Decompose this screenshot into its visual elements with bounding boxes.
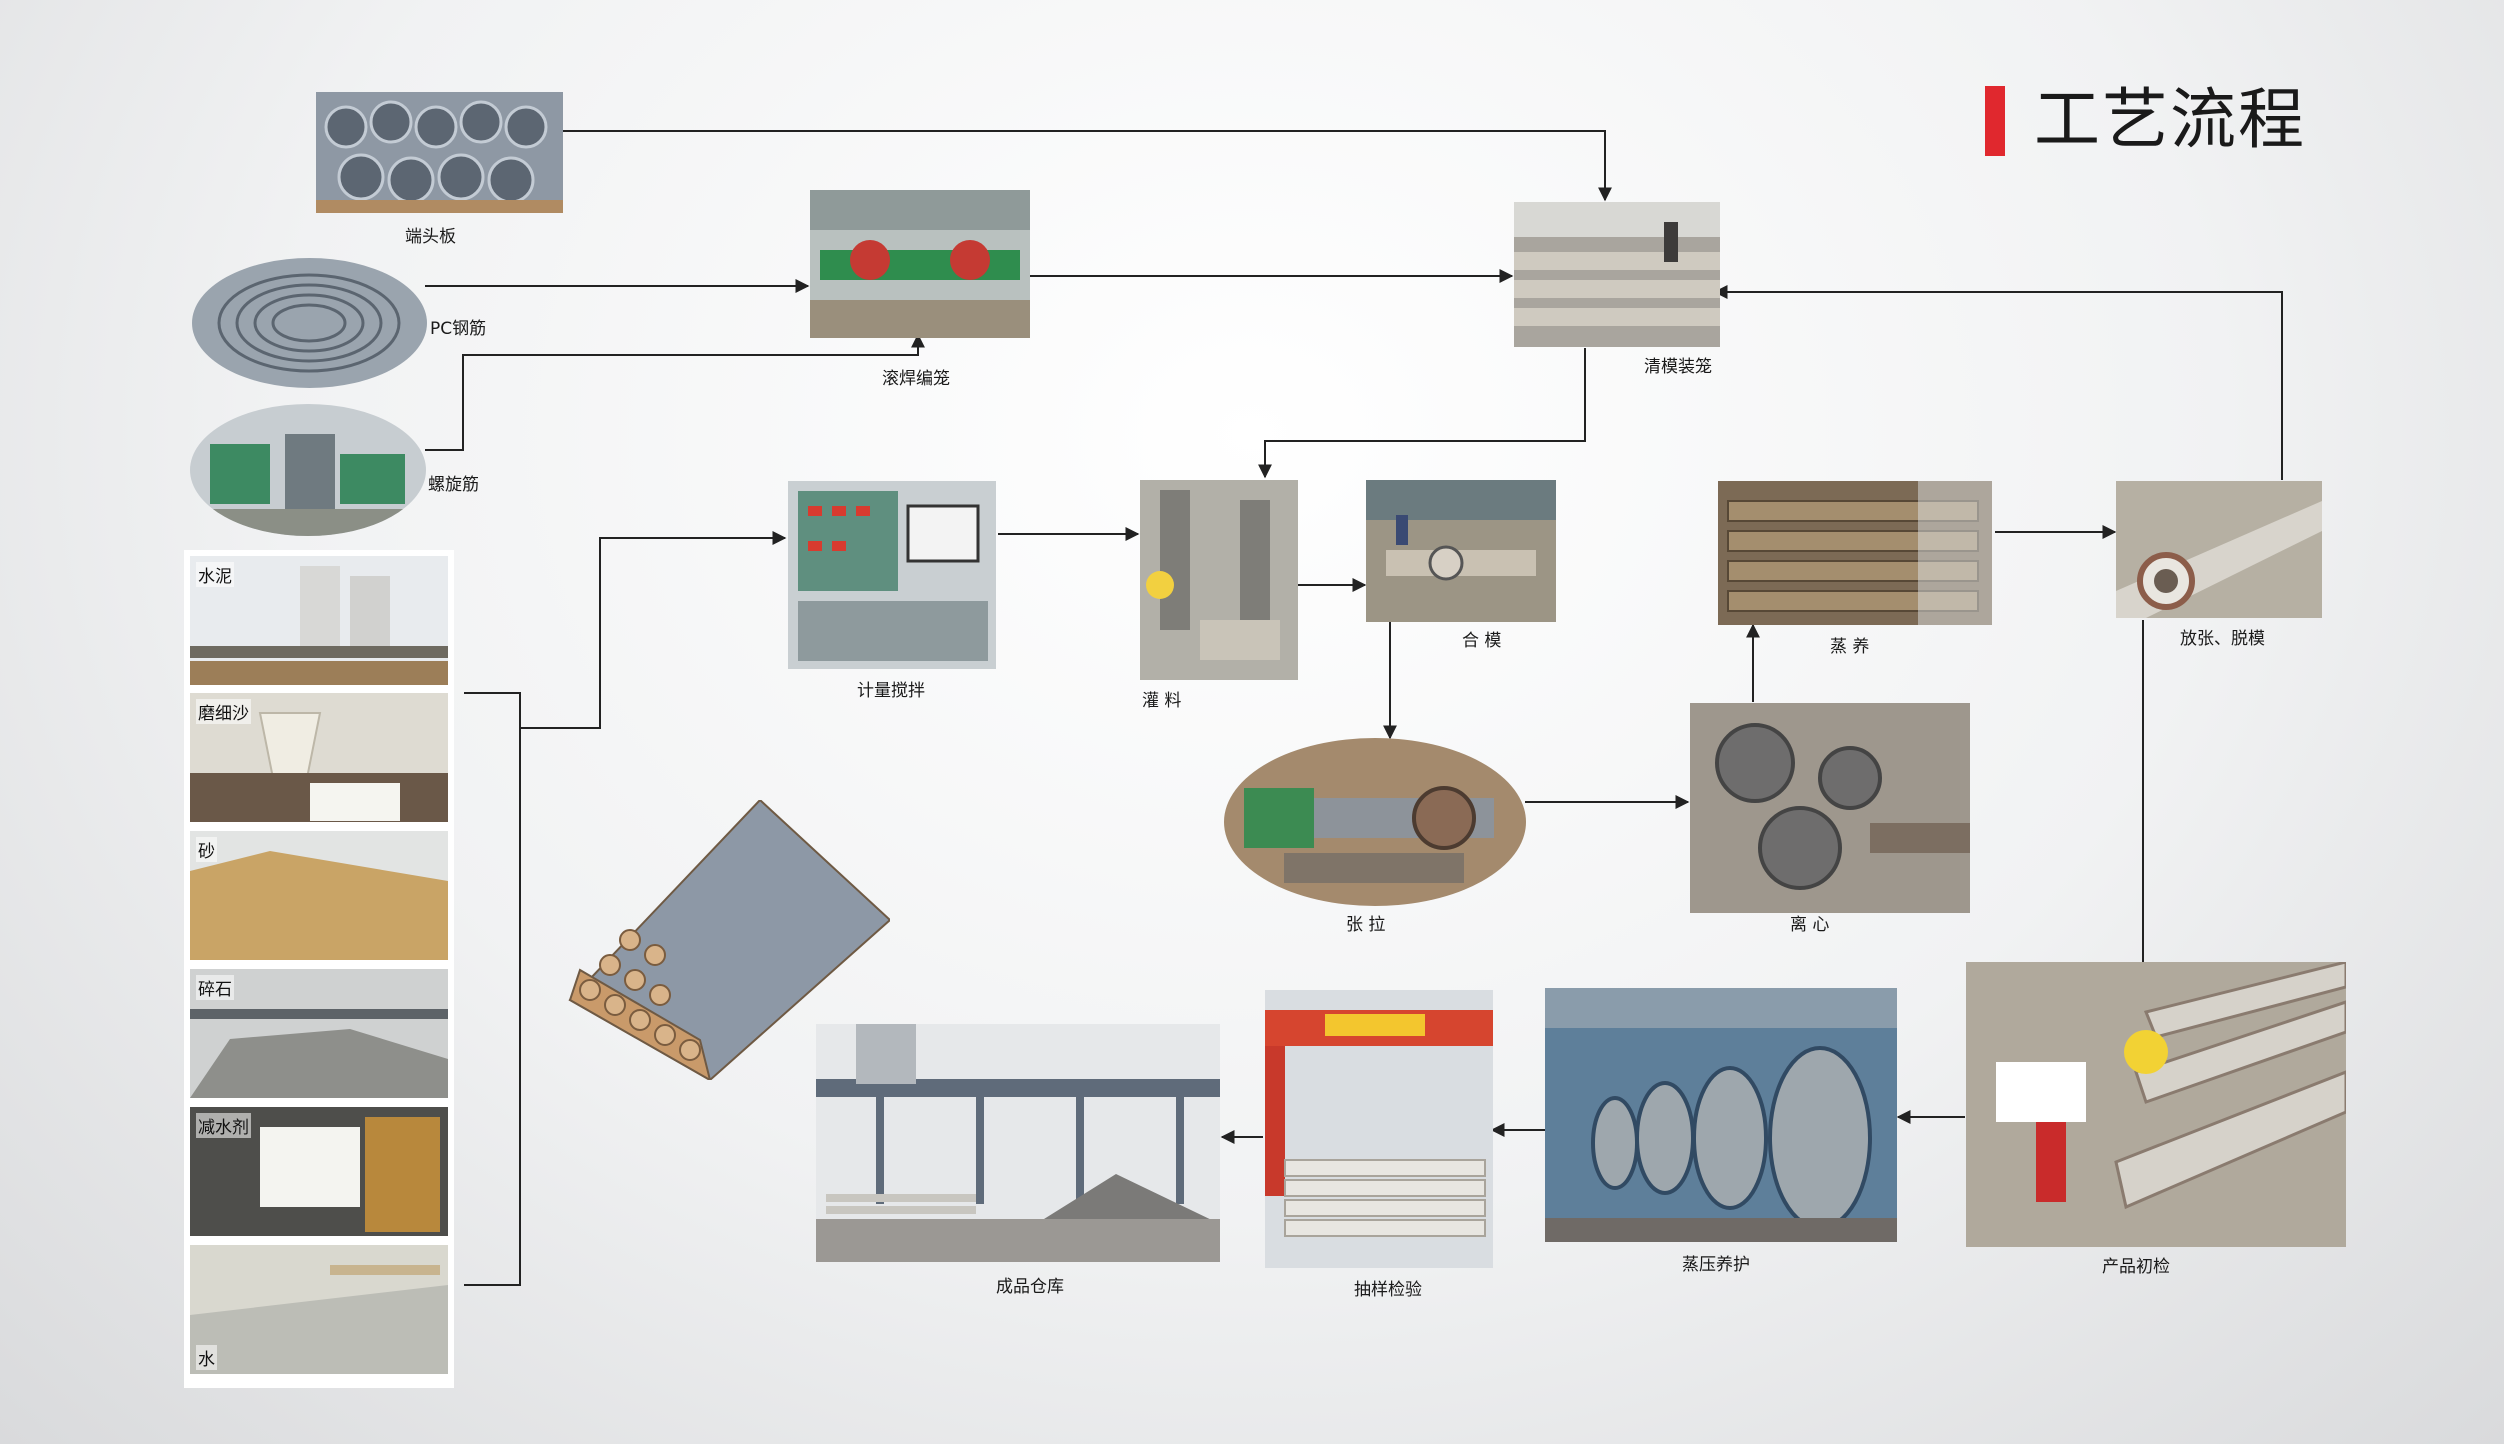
pile-stack-illustration bbox=[560, 800, 890, 1080]
spiral-bar-photo bbox=[190, 404, 426, 536]
connector-endplate-to-cleanmold bbox=[562, 130, 1612, 202]
material-cement-label: 水泥 bbox=[196, 562, 234, 587]
material-water-reducer: 减水剂 bbox=[190, 1107, 448, 1236]
spiral-bar-label: 螺旋筋 bbox=[428, 475, 479, 495]
product-inspection-label: 产品初检 bbox=[2102, 1257, 2170, 1277]
roll-weld-label: 滚焊编笼 bbox=[882, 369, 950, 389]
release-demold-photo bbox=[2116, 481, 2322, 618]
metering-mixing-label: 计量搅拌 bbox=[857, 681, 925, 701]
autoclave-label: 蒸压养护 bbox=[1682, 1255, 1750, 1275]
centrifuge-label: 离 心 bbox=[1790, 915, 1830, 935]
pouring-label: 灌 料 bbox=[1142, 691, 1182, 711]
roll-weld-photo bbox=[810, 190, 1030, 338]
material-sand-label: 砂 bbox=[196, 837, 217, 862]
product-inspection-photo bbox=[1966, 962, 2346, 1247]
warehouse-photo bbox=[816, 1024, 1220, 1262]
page-title: 工艺流程 bbox=[2034, 81, 2306, 158]
release-demold-label: 放张、脱模 bbox=[2180, 629, 2265, 649]
tensioning-photo bbox=[1224, 738, 1526, 906]
pouring-photo bbox=[1140, 480, 1298, 680]
connector-spiral-to-rollweld bbox=[425, 333, 925, 451]
material-fine-sand: 磨细沙 bbox=[190, 693, 448, 822]
connector-materials-to-mixing bbox=[464, 692, 521, 1286]
steam-curing-label: 蒸 养 bbox=[1830, 637, 1870, 657]
raw-materials-panel: 水泥 磨细沙 砂 碎石 减水剂 bbox=[184, 550, 454, 1388]
tensioning-label: 张 拉 bbox=[1346, 915, 1386, 935]
title-accent-bar bbox=[1985, 86, 2005, 156]
material-water-label: 水 bbox=[196, 1345, 217, 1370]
end-plate-label: 端头板 bbox=[405, 227, 456, 247]
closing-mold-label: 合 模 bbox=[1462, 631, 1502, 651]
pc-steel-photo bbox=[192, 258, 427, 388]
pc-steel-label: PC钢筋 bbox=[430, 319, 487, 339]
closing-mold-photo bbox=[1366, 480, 1556, 622]
centrifuge-photo bbox=[1690, 703, 1970, 913]
metering-mixing-photo bbox=[788, 481, 996, 669]
sampling-label: 抽样检验 bbox=[1354, 1280, 1422, 1300]
material-cement: 水泥 bbox=[190, 556, 448, 685]
connector-cleanmold-to-pouring bbox=[1258, 348, 1586, 479]
connector-materials-trunk-to-mixing bbox=[520, 531, 787, 729]
warehouse-label: 成品仓库 bbox=[996, 1277, 1064, 1297]
end-plate-photo bbox=[316, 92, 563, 213]
autoclave-photo bbox=[1545, 988, 1897, 1242]
steam-curing-photo bbox=[1718, 481, 1992, 625]
material-water-reducer-label: 减水剂 bbox=[196, 1113, 251, 1138]
clean-mold-photo bbox=[1514, 202, 1720, 347]
sampling-photo bbox=[1265, 990, 1493, 1268]
material-water: 水 bbox=[190, 1245, 448, 1374]
clean-mold-label: 清模装笼 bbox=[1644, 357, 1712, 377]
material-fine-sand-label: 磨细沙 bbox=[196, 699, 251, 724]
material-gravel-label: 碎石 bbox=[196, 975, 234, 1000]
connector-release-to-cleanmold bbox=[1713, 285, 2283, 480]
material-sand: 砂 bbox=[190, 831, 448, 960]
material-gravel: 碎石 bbox=[190, 969, 448, 1098]
